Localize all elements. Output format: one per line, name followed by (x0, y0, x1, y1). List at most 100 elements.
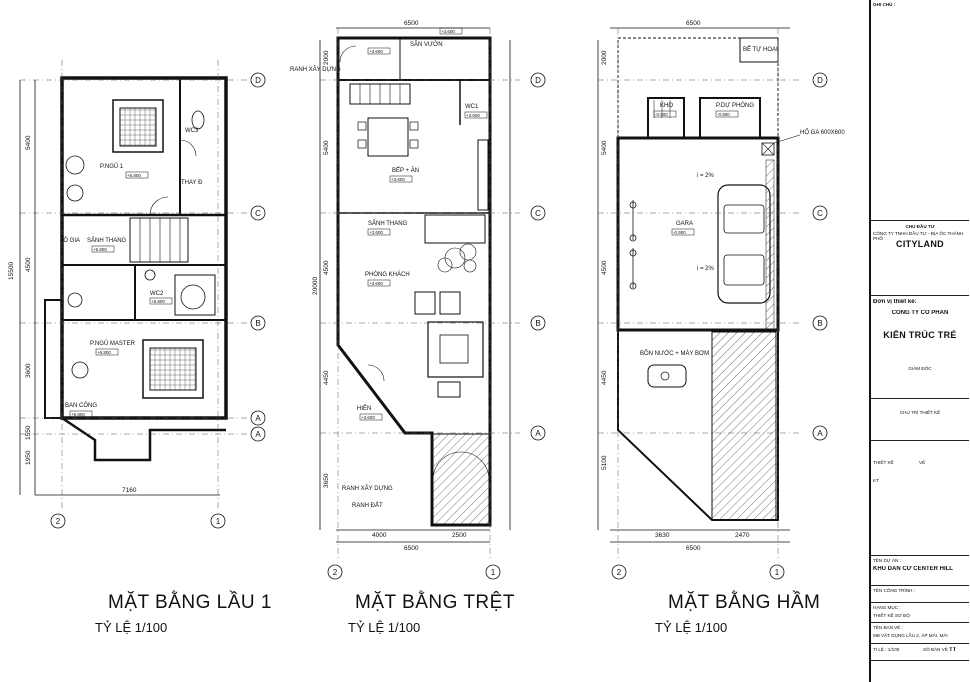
designer-brand: KIẾN TRÚC TRẺ (883, 330, 957, 340)
plan-ham (597, 27, 801, 560)
grid-bubble-label: C (255, 209, 261, 218)
notes-label: GHI CHÚ : (873, 2, 896, 7)
director-label: GIÁM ĐỐC (908, 366, 932, 371)
dim-lau1-v-total: 15500 (8, 262, 15, 280)
grid-bubble-label: 1 (775, 568, 780, 577)
designer-field: THIẾT KẾ (873, 460, 894, 465)
level-tag: +6.800 (127, 173, 141, 178)
plan-scale-ham: TỶ LỆ 1/100 (655, 620, 728, 635)
check-field: KT (873, 478, 879, 483)
plan-title-tret: MẶT BẰNG TRỆT (355, 592, 515, 613)
level-tag: +3.600 (369, 281, 383, 286)
room-label: BỒN NƯỚC + MÁY BƠM (640, 350, 709, 357)
level-tag: +6.800 (93, 247, 107, 252)
level-tag: -0.900 (673, 230, 686, 235)
grid-bubble-label: A (817, 429, 823, 438)
dim-ham-d1: 5400 (601, 140, 608, 155)
dim-lau1-d3: 3600 (25, 363, 32, 378)
grid-bubble-label: C (817, 209, 823, 218)
dim-tret-bottom: 6500 (404, 545, 419, 552)
grid-bubble-label: 2 (56, 517, 61, 526)
dim-tret-v-total: 20000 (312, 277, 319, 295)
room-label: BẾP + ĂN (392, 167, 419, 174)
drafter-field: VẼ (919, 460, 926, 465)
dim-lau1-bottom: 7160 (122, 487, 137, 494)
project-label: TÊN DỰ ÁN : (873, 558, 901, 563)
dim-tret-top: 6500 (404, 20, 419, 27)
owner-company: CÔNG TY TNHH ĐẦU TƯ - ĐỊA ỐC THÀNH PHỐ (873, 231, 964, 242)
plan-scale-tret: TỶ LỆ 1/100 (348, 620, 421, 635)
grid-bubble-label: D (255, 76, 261, 85)
plan-lau1 (19, 60, 250, 510)
category-value: THIẾT KẾ SƠ BỘ (873, 613, 910, 618)
dim-tret-b2: 2500 (452, 532, 467, 539)
level-tag: -0.900 (717, 112, 730, 117)
title-block: GHI CHÚ : CHỦ ĐẦU TƯ CÔNG TY TNHH ĐẦU TƯ… (869, 0, 969, 682)
dim-lau1-d5: 1950 (25, 450, 32, 465)
level-tag: +6.800 (97, 350, 111, 355)
grid-bubble-label: A (255, 414, 261, 423)
grid-bubble-label: 1 (491, 568, 496, 577)
level-tag: +3.600 (369, 49, 383, 54)
grid-bubble-label: 2 (333, 568, 338, 577)
room-label: PHÒNG KHÁCH (365, 271, 410, 278)
room-label: P.DỰ PHÒNG (716, 102, 754, 109)
grid-bubble-label: D (817, 76, 823, 85)
owner-brand: CITYLAND (896, 239, 944, 249)
room-label: BỂ TỰ HOẠI (743, 46, 778, 53)
sheet-no-field: SỐ BẢN VẼ (923, 647, 948, 652)
scale-field: TỈ LỆ : 1/100 (873, 647, 900, 652)
sheet-value: MB VẬT DỤNG LẦU 2, ÁP MÁI, MÁI (873, 633, 948, 638)
grid-bubble-label: B (817, 319, 822, 328)
room-label: P.NGỦ 1 (100, 163, 124, 170)
room-label: WC3 (185, 128, 199, 134)
room-label: HIÊN (357, 404, 371, 412)
room-label: LÔ GIA (60, 237, 80, 244)
level-tag: +3.600 (361, 415, 375, 420)
dim-ham-d2: 4500 (601, 260, 608, 275)
room-label: GARA (676, 221, 693, 227)
sheet-tt: TT (949, 647, 957, 653)
dim-ham-d4: 5100 (601, 455, 608, 470)
room-label: SẢNH THANG (87, 237, 127, 244)
designer-label: Đơn vị thiết kế: (873, 299, 917, 305)
grid-bubble-label: B (255, 319, 260, 328)
level-tag: -0.900 (655, 112, 668, 117)
owner-label: CHỦ ĐẦU TƯ (905, 224, 935, 229)
grid-bubble-label: A (535, 429, 541, 438)
dim-tret-d2: 4500 (323, 260, 330, 275)
dim-tret-d1: 5400 (323, 140, 330, 155)
room-label: RANH XÂY DỰNG (290, 66, 341, 73)
level-tag: +6.800 (71, 412, 85, 417)
room-label: THAY Đ (181, 180, 203, 186)
grid-bubble-label: B (535, 319, 540, 328)
level-tag: +3.600 (441, 29, 455, 34)
level-tag: +3.600 (369, 230, 383, 235)
level-tag: +3.600 (466, 113, 480, 118)
dim-tret-d3: 4450 (323, 370, 330, 385)
room-label: SẢNH THANG (368, 220, 408, 227)
room-label: RANH XÂY DỰNG (342, 485, 393, 492)
dim-tret-b1: 4000 (372, 532, 387, 539)
room-label: i = 2% (697, 173, 715, 179)
sheet-label: TÊN BẢN VẼ : (873, 625, 903, 630)
grid-bubble-label: C (535, 209, 541, 218)
grid-bubble-label: 1 (216, 517, 221, 526)
room-label: P.NGỦ MASTER (90, 340, 136, 347)
dim-tret-d4: 3650 (323, 473, 330, 488)
room-label: BAN CÔNG (65, 402, 97, 409)
level-tag: +3.600 (391, 177, 405, 182)
room-label: WC1 (465, 104, 479, 110)
dim-ham-b2: 2470 (735, 532, 750, 539)
level-tag: +6.800 (151, 299, 165, 304)
dim-ham-d0: 2000 (601, 50, 608, 65)
grid-bubble-label: A (255, 430, 261, 439)
category-label: HẠNG MỤC : (873, 605, 901, 610)
plan-scale-lau1: TỶ LỆ 1/100 (95, 620, 168, 635)
dim-lau1-d2: 4500 (25, 257, 32, 272)
project-name: KHU DÂN CƯ CENTER HILL (873, 566, 953, 572)
dim-ham-bottom: 6500 (686, 545, 701, 552)
dim-tret-d0: 2000 (323, 50, 330, 65)
grid-bubble-label: D (535, 76, 541, 85)
